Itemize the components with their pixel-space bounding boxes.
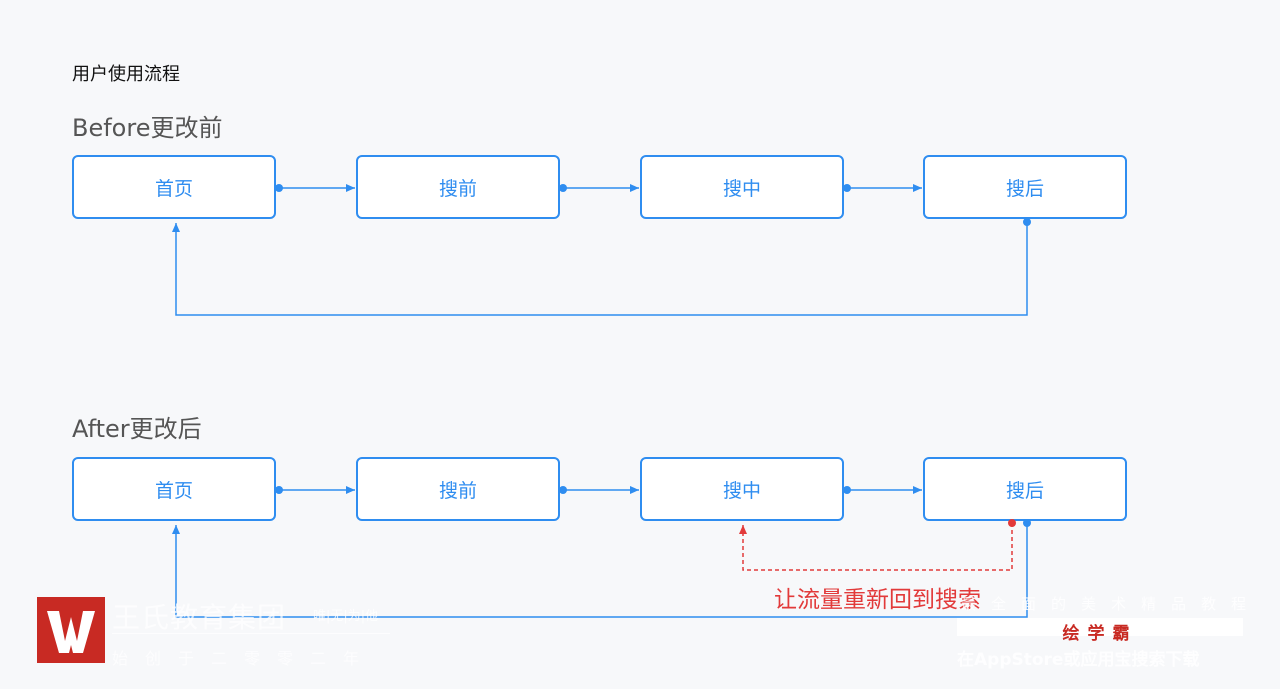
after-step-searching: 搜中 <box>640 457 844 521</box>
watermark-left: 王氏教育集团 唯|无|为|他 始创于二零零二年 <box>37 597 397 668</box>
watermark-right: 最全面的美术精品教程 绘学霸 在AppStore或应用宝搜索下载 <box>957 593 1246 670</box>
step-label: 搜中 <box>722 177 761 200</box>
step-label: 搜中 <box>722 479 761 502</box>
watermark-right-top: 最全面的美术精品教程 <box>961 595 1262 613</box>
before-step-post-search: 搜后 <box>923 155 1127 219</box>
watermark-right-brand: 绘学霸 <box>1062 624 1138 644</box>
step-label: 搜后 <box>1005 479 1044 502</box>
before-return-arrow <box>172 218 1031 316</box>
before-step-pre-search: 搜前 <box>356 155 560 219</box>
watermark-right-band <box>957 618 1243 636</box>
step-label: 搜前 <box>438 177 477 200</box>
step-label: 首页 <box>154 479 193 502</box>
page-title: 用户使用流程 <box>72 64 180 85</box>
after-section-title: After更改后 <box>72 415 202 443</box>
watermark-slogan: 始创于二零零二年 <box>112 649 377 668</box>
before-step-home: 首页 <box>72 155 276 219</box>
watermark-divider <box>112 633 390 634</box>
watermark-right-bottom: 在AppStore或应用宝搜索下载 <box>957 650 1200 670</box>
step-label: 首页 <box>154 177 193 200</box>
step-label: 搜前 <box>438 479 477 502</box>
watermark-name: 王氏教育集团 <box>112 601 287 634</box>
watermark-tagline: 唯|无|为|他 <box>313 609 379 624</box>
before-section-title: Before更改前 <box>72 114 223 142</box>
redirect-annotation: 让流量重新回到搜索 <box>774 587 981 613</box>
after-step-pre-search: 搜前 <box>356 457 560 521</box>
step-label: 搜后 <box>1005 177 1044 200</box>
w-logo-icon <box>37 597 105 663</box>
after-redirect-arrow <box>739 519 1016 571</box>
before-step-searching: 搜中 <box>640 155 844 219</box>
after-step-home: 首页 <box>72 457 276 521</box>
after-step-post-search: 搜后 <box>923 457 1127 521</box>
